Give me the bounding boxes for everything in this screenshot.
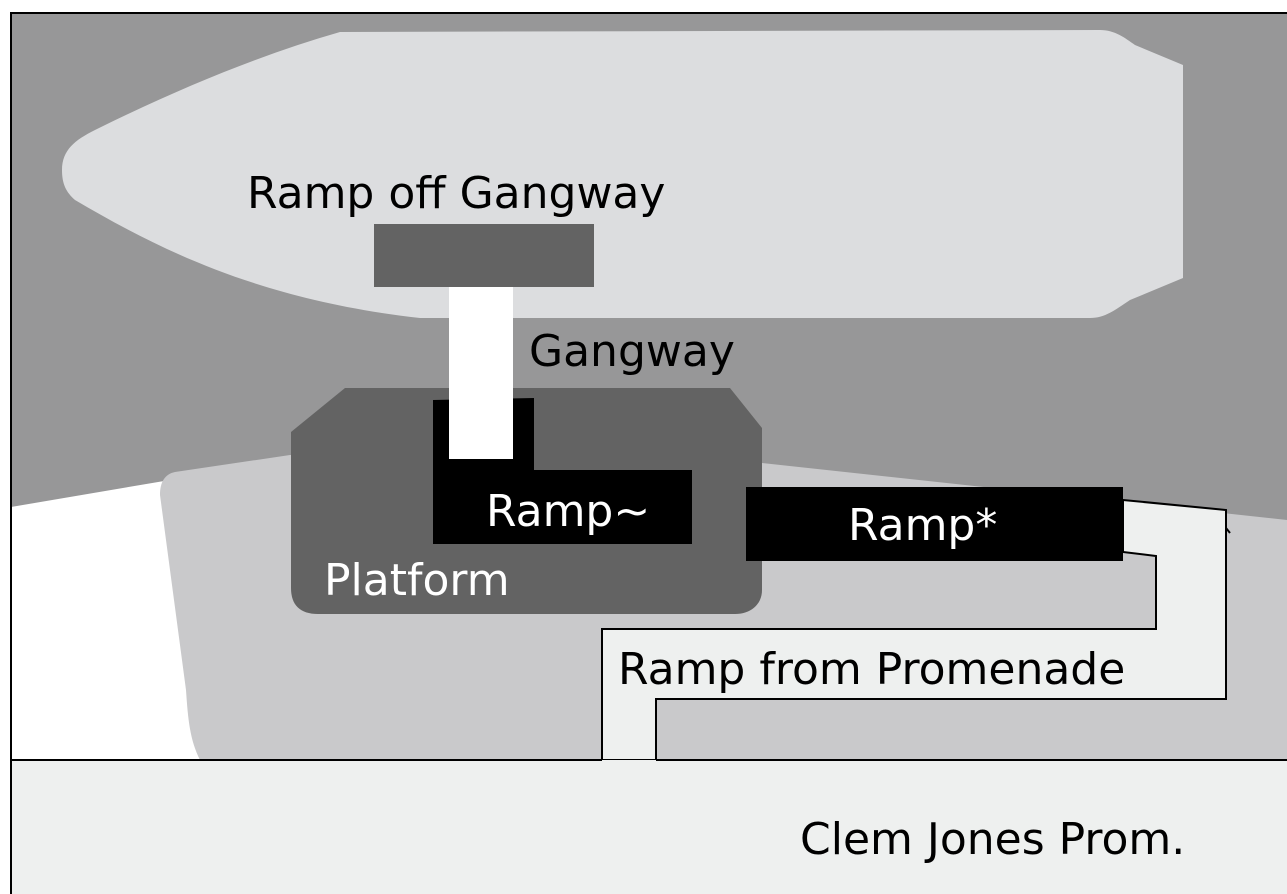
promenade-strip xyxy=(11,760,1287,894)
label-ramp-from-promenade: Ramp from Promenade xyxy=(618,644,1125,695)
label-gangway: Gangway xyxy=(529,326,735,377)
label-ramp-star: Ramp* xyxy=(848,500,997,551)
label-platform: Platform xyxy=(324,555,510,606)
shore-area xyxy=(11,480,202,760)
label-ramp-tilde: Ramp~ xyxy=(486,486,650,537)
ship-hull xyxy=(62,30,1183,318)
label-ramp-off-gangway: Ramp off Gangway xyxy=(247,168,665,219)
ramp-off-gangway-shape xyxy=(374,224,594,287)
ramp-star-shape xyxy=(746,487,1123,561)
outline-tick xyxy=(1225,527,1231,534)
gangway-shape xyxy=(449,287,513,459)
label-promenade: Clem Jones Prom. xyxy=(800,814,1185,865)
frame-border xyxy=(10,12,1287,894)
